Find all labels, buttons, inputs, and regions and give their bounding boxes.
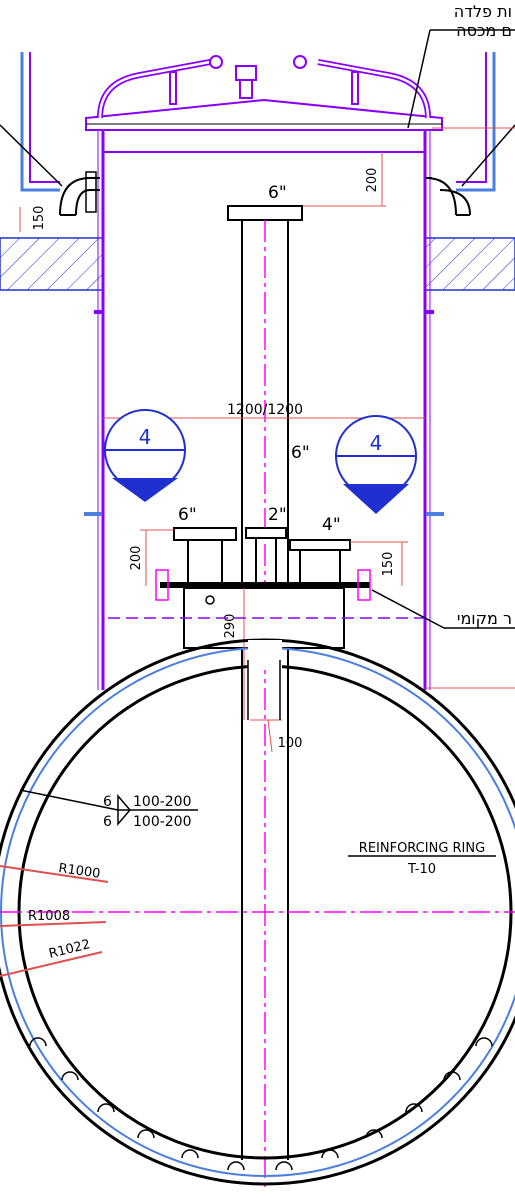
right-hebrew-leader <box>371 589 445 629</box>
radius-leaders <box>0 865 109 977</box>
dim-gap-100-text: 100 <box>278 736 303 751</box>
weld-bottom-size: 6 <box>103 814 112 830</box>
right-vent-pipe <box>425 52 496 216</box>
manhole-symbol-left: 4 <box>104 409 186 502</box>
nozzle-cluster <box>155 527 371 649</box>
top-hebrew-line2: ם מכסה <box>456 21 512 40</box>
tank-section <box>0 638 515 1186</box>
radius-2-label: R1008 <box>28 909 70 924</box>
right-hebrew-text: ר מקומי <box>457 609 512 628</box>
manhole-right-label: 4 <box>370 431 383 455</box>
dim-nozzles <box>140 529 408 753</box>
nozzle-middle-label: 6" <box>291 443 310 463</box>
weld-top-spec: 100-200 <box>133 794 192 810</box>
dim-left-150-text: 150 <box>32 206 47 231</box>
vessel-cover <box>85 55 443 131</box>
dim-nozzle-right-150-text: 150 <box>381 552 396 577</box>
top-hebrew-line1: ות פלדה <box>454 2 512 21</box>
manhole-symbol-right: 4 <box>335 415 417 514</box>
weld-top-size: 6 <box>103 794 112 810</box>
nozzle-left-label: 6" <box>178 505 197 525</box>
radius-3-label: R1022 <box>47 937 92 962</box>
dim-top-200: 200 <box>300 152 386 207</box>
nozzle-center-label: 2" <box>268 505 287 525</box>
reinforcing-ring-text: REINFORCING RING <box>359 841 485 856</box>
dim-nozzle-left-200-text: 200 <box>129 546 144 571</box>
weld-bottom-spec: 100-200 <box>133 814 192 830</box>
leader-lines <box>0 29 515 689</box>
dim-diameter-text: 1200/1200 <box>227 402 303 418</box>
weld-symbol: 6 100-200 6 100-200 <box>19 789 198 830</box>
ring-thickness-text: T-10 <box>407 862 436 877</box>
dim-pipe-290-text: 290 <box>223 614 238 639</box>
radius-1-label: R1000 <box>57 861 101 882</box>
floor-slab-left <box>0 237 104 291</box>
left-vent-pipe <box>19 52 100 232</box>
ring-bolts <box>29 1037 493 1171</box>
nozzle-top-label: 6" <box>268 183 287 203</box>
nozzle-right-label: 4" <box>322 515 341 535</box>
manhole-left-label: 4 <box>139 425 152 449</box>
dim-top-200-text: 200 <box>365 168 380 193</box>
main-pipe <box>227 205 303 1190</box>
floor-slab-right <box>424 237 515 291</box>
reinforcing-ring-label: REINFORCING RING T-10 <box>348 841 496 877</box>
